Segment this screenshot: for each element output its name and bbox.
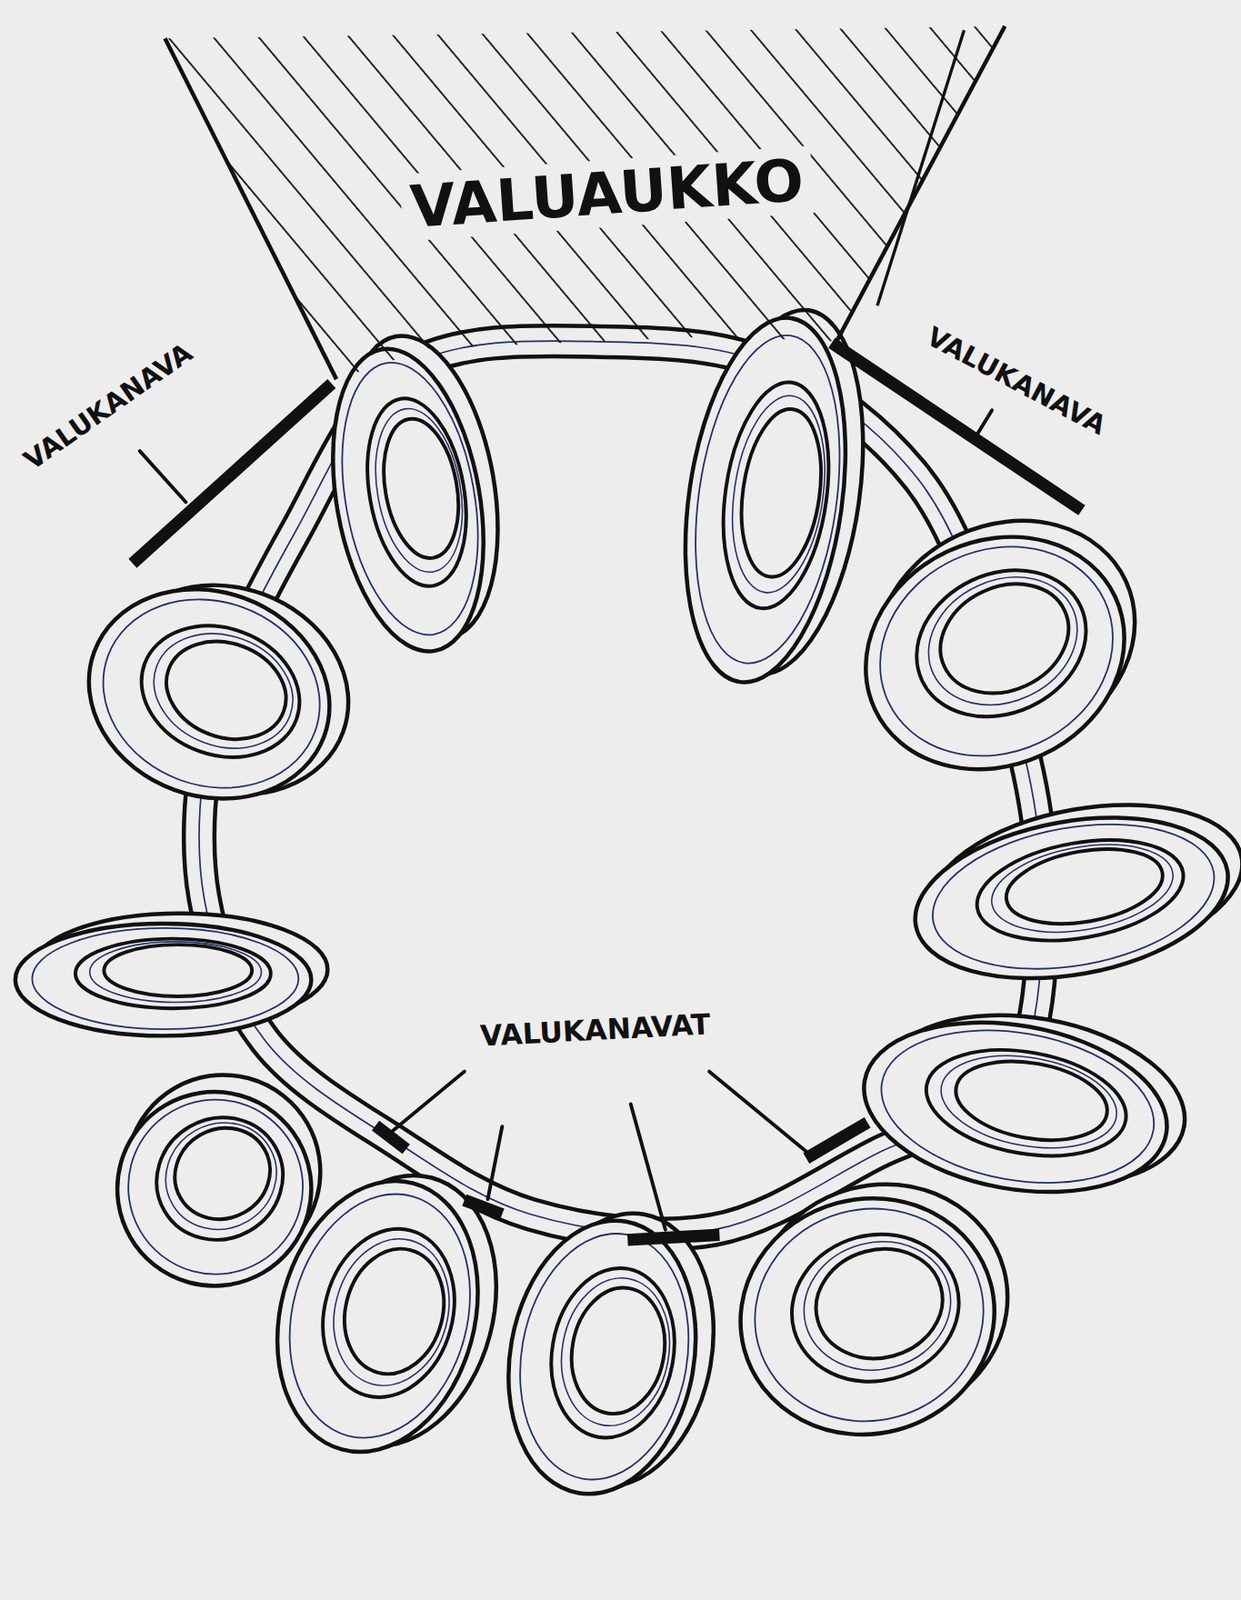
coil-inner [134,1094,306,1263]
runner-band [831,342,1082,511]
coil-inner [710,375,842,616]
coil-inner-edge [984,831,1181,946]
coil-inner-edge [146,1102,297,1251]
coil-inner-core [330,1237,458,1385]
coil-inner [353,390,480,595]
coil-inner-edge [720,390,837,600]
region-edge [877,30,964,307]
coil-ribbon-edge [31,928,299,1030]
coil-ribbon-edge [500,1220,707,1493]
coil-ribbon-edge [676,326,860,673]
coil-ribbon-edge [76,570,347,819]
coil-front [827,495,1163,811]
coil-inner [304,1213,473,1412]
leader-line [630,1104,666,1231]
leader-line [140,450,187,502]
leader-line [709,1071,809,1154]
coil-front [663,307,867,693]
runner-band [806,1122,868,1159]
sprue-opening: VALUAUKKO [152,20,1011,388]
coil-inner-core [803,1235,955,1373]
part-label: VALUKANAVA [919,319,1114,442]
coil-inner-edge [90,941,262,1003]
coil-inner-core [373,412,469,564]
runner-band [375,1125,407,1150]
coil-loop [59,546,379,838]
coil-inner-edge [363,401,474,580]
coil-inner [122,604,319,780]
coil-ribbon-edge [263,1173,497,1459]
illustration-group [15,297,1241,1512]
coil-inner [892,543,1111,744]
coil-inner-core [561,1280,675,1422]
coil-front [902,795,1241,1001]
coil-inner-edge [550,1269,681,1435]
coil-front [850,1000,1181,1214]
coil-inner-edge [789,1225,965,1387]
coil-front [713,1170,1021,1463]
coil-loop [710,1156,1037,1464]
part-label: VALUKANAVA [16,335,201,478]
coil-loop [900,782,1241,1001]
runner-band [132,383,332,564]
leader-line [975,410,992,437]
coil-front [15,923,312,1036]
coil-loop [248,1148,526,1479]
coil-inner-core [158,1110,287,1237]
coil-inner-core [731,403,831,582]
coil-inner [775,1215,976,1401]
coil-ribbon-edge [730,1182,1008,1447]
coil-inner-edge [138,614,310,767]
coil-front [59,556,360,832]
coil-ribbon-edge [322,351,498,646]
coil-inner [75,939,271,1010]
coil-ribbon-edge [845,509,1148,793]
region-edge [165,39,338,381]
runner-band [464,1200,503,1215]
coil-front [487,1205,717,1510]
coil-inner-edge [933,1042,1124,1161]
coil-front [310,337,505,664]
runner-band [627,1234,720,1241]
coil-inner-edge [907,553,1099,729]
coil-loop [15,913,328,1037]
coil-inner [969,825,1191,956]
coil-loop [487,1195,734,1512]
leader-line [392,1071,465,1131]
coil-inner [538,1258,688,1448]
coil-ribbon-edge [869,1010,1167,1203]
coil-front [248,1158,507,1475]
coil-loop [822,479,1178,811]
coil-loop [850,990,1199,1218]
region-edge [836,26,1005,342]
part-label: VALUKANAVAT [476,1008,714,1054]
leader-line [488,1126,503,1200]
coil-inner [918,1035,1135,1171]
coil-inner-core [1000,838,1169,935]
coil-inner-edge [318,1225,466,1399]
coil-inner-core [103,944,252,997]
hatch-fill [165,26,1006,380]
coil-inner-core [950,1050,1114,1152]
coil-ribbon-edge [920,804,1226,991]
